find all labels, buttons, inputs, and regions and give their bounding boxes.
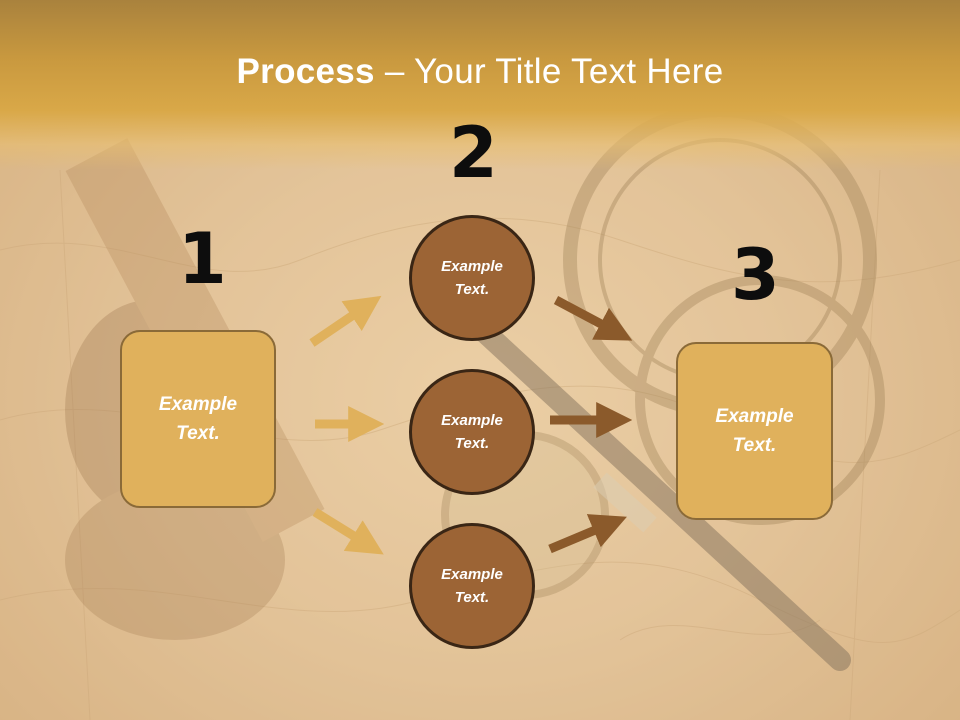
step-2-number: 2 <box>449 112 498 194</box>
arrow-box1-to-circle-top <box>309 295 382 347</box>
circle-bottom-label: Example Text. <box>441 566 503 606</box>
step-1-label: Example Text. <box>158 394 238 444</box>
arrow-box1-to-circle-bottom <box>312 508 384 555</box>
arrow-circle-top-to-box3 <box>553 296 633 341</box>
step-1-number: 1 <box>178 218 227 300</box>
circle-top-label: Example Text. <box>441 258 503 298</box>
title-banner <box>0 0 960 170</box>
step-2-circle-bottom[interactable]: Example Text. <box>409 523 535 649</box>
title-rest: – Your Title Text Here <box>374 52 724 91</box>
title-bold: Process <box>236 52 375 91</box>
step-2-circle-middle[interactable]: Example Text. <box>409 369 535 495</box>
step-3-box[interactable]: Example Text. <box>676 342 833 520</box>
slide-title[interactable]: Process – Your Title Text Here <box>0 52 960 92</box>
circle-middle-label: Example Text. <box>441 412 503 452</box>
step-1-box[interactable]: Example Text. <box>120 330 276 508</box>
step-3-label: Example Text. <box>715 406 794 456</box>
step-3-number: 3 <box>731 234 780 316</box>
arrow-circle-bottom-to-box3 <box>548 514 627 554</box>
step-2-circle-top[interactable]: Example Text. <box>409 215 535 341</box>
